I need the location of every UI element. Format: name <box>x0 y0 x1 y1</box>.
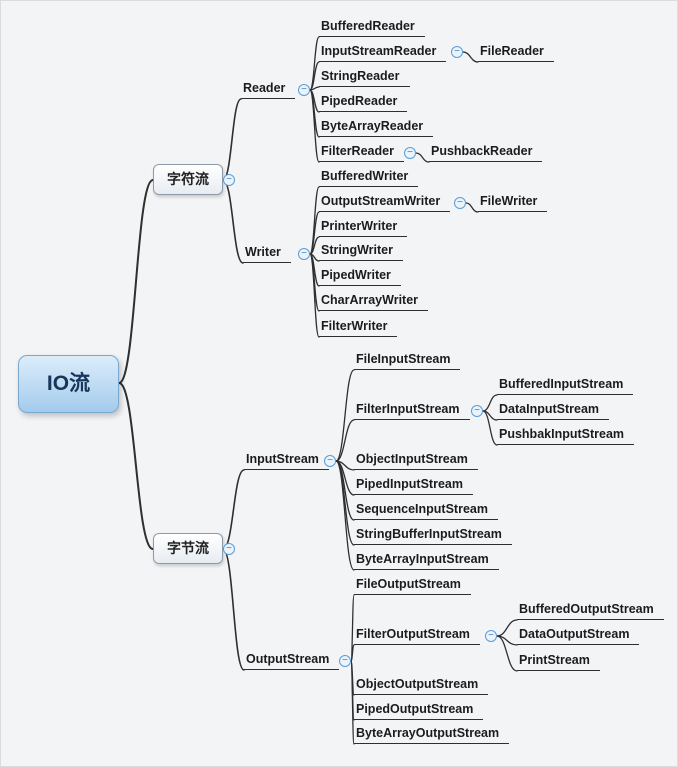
connector-line <box>335 419 355 462</box>
topic-buffered-input-stream[interactable]: BufferedInputStream <box>497 377 634 395</box>
topic-piped-output-stream[interactable]: PipedOutputStream <box>354 702 484 720</box>
topic-pushback-reader[interactable]: PushbackReader <box>429 144 543 162</box>
topic-file-reader[interactable]: FileReader <box>478 44 554 62</box>
topic-printer-writer[interactable]: PrinterWriter <box>319 219 408 237</box>
topic-byte-stream[interactable]: 字节流 <box>153 533 223 564</box>
connector-line <box>482 394 498 412</box>
connector-line <box>350 644 355 662</box>
collapse-icon-writer[interactable]: − <box>298 248 310 260</box>
topic-object-output-stream[interactable]: ObjectOutputStream <box>354 677 489 695</box>
topic-buffered-output-stream[interactable]: BufferedOutputStream <box>517 602 664 620</box>
topic-writer[interactable]: Writer <box>243 245 291 263</box>
connector-line <box>462 51 479 63</box>
connector-line <box>118 382 154 550</box>
topic-file-writer[interactable]: FileWriter <box>478 194 548 212</box>
topic-byte-array-output-stream[interactable]: ByteArrayOutputStream <box>354 726 510 744</box>
collapse-icon-input-stream-reader[interactable]: − <box>451 46 463 58</box>
topic-file-input-stream[interactable]: FileInputStream <box>354 352 461 370</box>
topic-root[interactable]: IO流 <box>18 355 119 413</box>
topic-string-writer[interactable]: StringWriter <box>319 243 403 261</box>
topic-piped-writer[interactable]: PipedWriter <box>319 268 401 286</box>
topic-string-buffer-input-stream[interactable]: StringBufferInputStream <box>354 527 512 545</box>
collapse-icon-input-stream[interactable]: − <box>324 455 336 467</box>
topic-filter-reader[interactable]: FilterReader <box>319 144 404 162</box>
topic-reader[interactable]: Reader <box>241 81 296 99</box>
topic-pushbak-input-stream[interactable]: PushbakInputStream <box>497 427 635 445</box>
connector-line <box>415 152 430 163</box>
connector-line <box>350 660 355 745</box>
collapse-icon-char-stream[interactable]: − <box>223 174 235 186</box>
connector-line <box>309 89 320 163</box>
connector-line <box>496 619 518 637</box>
topic-string-reader[interactable]: StringReader <box>319 69 410 87</box>
topic-print-stream[interactable]: PrintStream <box>517 653 600 671</box>
connector-line <box>222 469 245 550</box>
collapse-icon-filter-input-stream[interactable]: − <box>471 405 483 417</box>
connector-line <box>222 548 245 671</box>
collapse-icon-filter-output-stream[interactable]: − <box>485 630 497 642</box>
connector-line <box>335 369 355 462</box>
topic-filter-input-stream[interactable]: FilterInputStream <box>354 402 470 420</box>
connector-line <box>309 253 320 338</box>
topic-output-stream[interactable]: OutputStream <box>244 652 340 670</box>
topic-byte-array-input-stream[interactable]: ByteArrayInputStream <box>354 552 499 570</box>
topic-piped-reader[interactable]: PipedReader <box>319 94 408 112</box>
topic-buffered-reader[interactable]: BufferedReader <box>319 19 425 37</box>
topic-data-output-stream[interactable]: DataOutputStream <box>517 627 640 645</box>
topic-buffered-writer[interactable]: BufferedWriter <box>319 169 419 187</box>
topic-filter-output-stream[interactable]: FilterOutputStream <box>354 627 480 645</box>
topic-output-stream-writer[interactable]: OutputStreamWriter <box>319 194 451 212</box>
connector-line <box>118 179 154 384</box>
connector-line <box>465 202 479 213</box>
connector-line <box>222 98 242 181</box>
connector-line <box>496 635 518 672</box>
topic-input-stream[interactable]: InputStream <box>244 452 329 470</box>
collapse-icon-output-stream-writer[interactable]: − <box>454 197 466 209</box>
topic-piped-input-stream[interactable]: PipedInputStream <box>354 477 473 495</box>
topic-data-input-stream[interactable]: DataInputStream <box>497 402 610 420</box>
connector-line <box>335 460 355 571</box>
collapse-icon-filter-reader[interactable]: − <box>404 147 416 159</box>
topic-char-array-writer[interactable]: CharArrayWriter <box>319 293 429 311</box>
collapse-icon-output-stream[interactable]: − <box>339 655 351 667</box>
topic-filter-writer[interactable]: FilterWriter <box>319 319 398 337</box>
collapse-icon-byte-stream[interactable]: − <box>223 543 235 555</box>
connector-line <box>309 61 320 91</box>
topic-object-input-stream[interactable]: ObjectInputStream <box>354 452 478 470</box>
connector-line <box>482 410 498 446</box>
topic-byte-array-reader[interactable]: ByteArrayReader <box>319 119 434 137</box>
topic-file-output-stream[interactable]: FileOutputStream <box>354 577 471 595</box>
topic-input-stream-reader[interactable]: InputStreamReader <box>319 44 447 62</box>
topic-sequence-input-stream[interactable]: SequenceInputStream <box>354 502 498 520</box>
connector-line <box>222 179 244 264</box>
connector-line <box>335 460 355 546</box>
collapse-icon-reader[interactable]: − <box>298 84 310 96</box>
topic-char-stream[interactable]: 字符流 <box>153 164 223 195</box>
